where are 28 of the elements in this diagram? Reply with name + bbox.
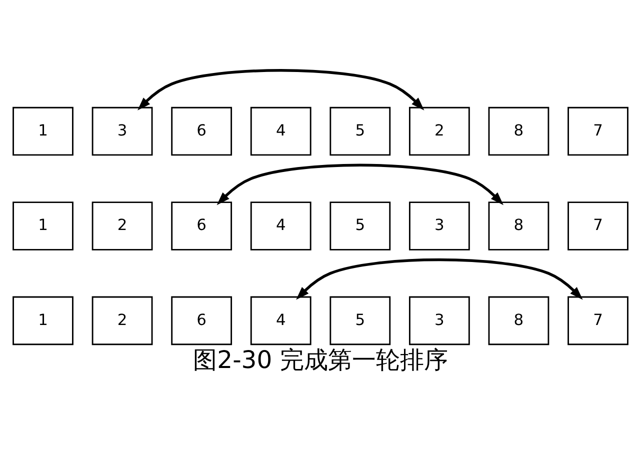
node-box: 8 [488,296,550,346]
node-box: 7 [568,106,628,156]
node-box: 2 [92,296,153,346]
node-box: 2 [92,202,153,250]
caption: 图2-30 完成第一轮排序 [193,346,448,374]
node-box: 4 [250,202,312,250]
node-box: 1 [12,296,74,346]
node-box: 1 [12,106,74,156]
arrow [216,164,504,206]
node-box: 4 [250,296,312,346]
arrow [137,69,424,110]
node-box: 2 [408,106,470,156]
node-box: 8 [488,202,550,250]
node-box: 7 [568,296,628,346]
arrow [296,258,583,300]
node-box: 6 [171,106,232,156]
node-box: 3 [408,202,470,250]
node-box: 5 [330,106,391,156]
node-box: 3 [92,106,153,156]
node-box: 6 [171,296,232,346]
node-box: 7 [568,202,628,250]
node-box: 5 [330,296,391,346]
node-box: 5 [330,202,391,250]
node-box: 1 [12,202,74,250]
node-box: 6 [171,202,232,250]
node-box: 4 [250,106,312,156]
node-box: 8 [488,106,550,156]
node-box: 3 [408,296,470,346]
